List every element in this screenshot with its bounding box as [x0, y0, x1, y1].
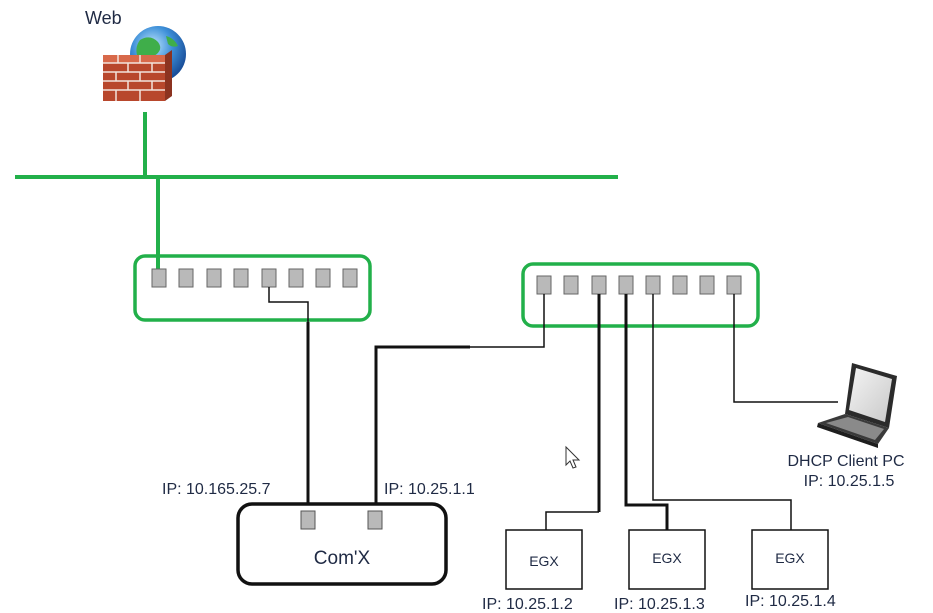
laptop-icon	[817, 363, 897, 448]
egx-1-ip: IP: 10.25.1.2	[482, 596, 573, 613]
egx-1-label: EGX	[529, 553, 559, 569]
egx-2-ip: IP: 10.25.1.3	[614, 596, 705, 613]
egx-3-ip: IP: 10.25.1.4	[745, 593, 836, 610]
cables	[268, 287, 838, 530]
internet-backbone	[15, 112, 618, 270]
egx-2-label: EGX	[652, 550, 682, 566]
comx-device: Com'X	[236, 502, 448, 586]
comx-label: Com'X	[314, 548, 371, 569]
firewall-globe-icon	[103, 26, 186, 101]
comx-ip-left: IP: 10.165.25.7	[162, 481, 271, 498]
switch-1	[133, 254, 372, 322]
mouse-cursor-icon	[565, 445, 581, 469]
switch-1-ports	[151, 268, 358, 288]
pc-title: DHCP Client PC	[787, 453, 904, 470]
egx-device-2: EGX	[628, 529, 706, 590]
egx-3-label: EGX	[775, 550, 805, 566]
web-label: Web	[85, 8, 122, 28]
switch-2	[521, 262, 760, 328]
comx-ip-right: IP: 10.25.1.1	[384, 481, 475, 498]
egx-device-3: EGX	[751, 529, 829, 590]
pc-ip: IP: 10.25.1.5	[804, 473, 895, 490]
switch-2-ports	[536, 275, 742, 295]
egx-device-1: EGX	[505, 529, 583, 590]
